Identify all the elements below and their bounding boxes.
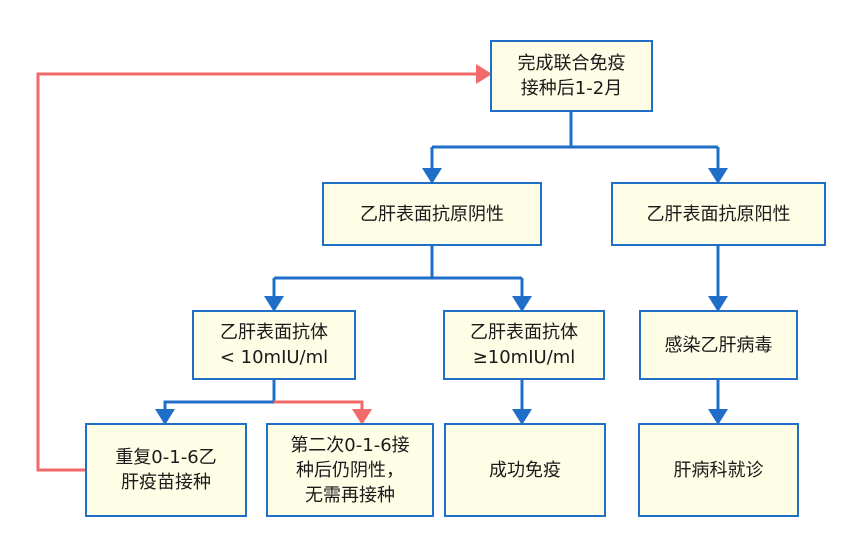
node-infected: 感染乙肝病毒 [639,310,798,380]
node-second-dose: 第二次0-1-6接 种后仍阴性， 无需再接种 [266,423,434,517]
node-success: 成功免疫 [444,423,606,517]
node-clinic: 肝病科就诊 [638,423,799,517]
connector-loop-back [36,64,492,472]
node-antibody-low: 乙肝表面抗体 < 10mIU/ml [192,310,356,380]
connector-low-split-right [274,400,372,425]
connector-low-split-left [155,380,276,425]
node-root: 完成联合免疫 接种后1-2月 [490,40,653,112]
node-repeat: 重复0-1-6乙 肝疫苗接种 [85,423,247,517]
node-hbsag-negative: 乙肝表面抗原阴性 [322,182,542,246]
node-antibody-high: 乙肝表面抗体 ≥10mIU/ml [443,310,605,380]
node-hbsag-positive: 乙肝表面抗原阳性 [611,182,826,246]
